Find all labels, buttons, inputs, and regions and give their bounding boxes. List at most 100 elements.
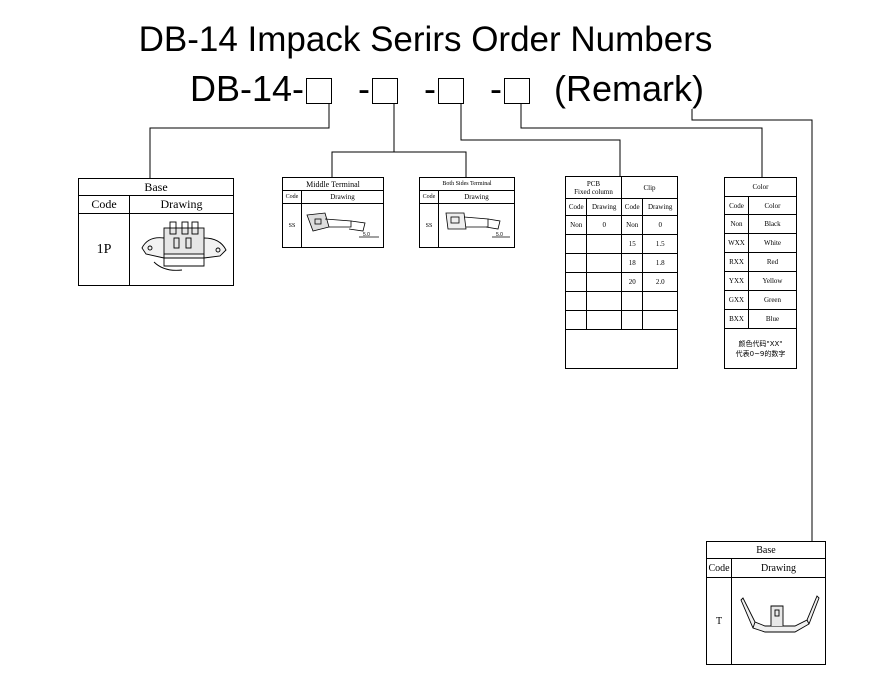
pcb-code xyxy=(564,234,588,254)
color-header: Color xyxy=(724,177,797,197)
connector-pcb-clip xyxy=(460,104,621,177)
clip-drawing xyxy=(642,310,678,330)
color-name: White xyxy=(748,233,797,253)
slot-base xyxy=(306,78,333,104)
middle-terminal-dim: 5.0 xyxy=(363,232,370,238)
order-code-prefix: DB-14- xyxy=(190,68,305,109)
slot-color xyxy=(504,78,531,104)
color-col-color: Color xyxy=(748,196,797,215)
both-sides-terminal-dim: 5.0 xyxy=(496,232,503,238)
pcb-code xyxy=(564,272,588,292)
clip-drawing: 1.8 xyxy=(642,253,678,273)
color-code: Non xyxy=(724,214,749,234)
connector-base xyxy=(149,104,330,178)
pcb-drawing xyxy=(586,291,622,311)
middle-terminal-drawing: 5.0 xyxy=(301,203,384,248)
color-name: Yellow xyxy=(748,271,797,291)
color-name: Blue xyxy=(748,309,797,329)
pcb-col-code: Code xyxy=(564,198,588,216)
page-title: DB-14 Impack Serirs Order Numbers xyxy=(138,20,713,59)
base-col-drawing: Drawing xyxy=(129,195,234,214)
color-code: GXX xyxy=(724,290,749,310)
both-sides-terminal-col-drawing: Drawing xyxy=(438,190,515,204)
clip-code: 18 xyxy=(620,253,644,273)
pcb-drawing xyxy=(586,234,622,254)
pcb-code: Non xyxy=(564,215,588,235)
base-remark-col-code: Code xyxy=(706,558,732,578)
color-note-line2: 代表0~9的数字 xyxy=(735,349,786,358)
separator-3: - xyxy=(490,68,503,109)
table-row: 20 2.0 xyxy=(564,272,678,292)
base-remark-code: T xyxy=(706,577,732,665)
middle-terminal-drawing-svg: 5.0 xyxy=(305,212,379,238)
clip-drawing: 2.0 xyxy=(642,272,678,292)
pcb-header-line1: PCB xyxy=(586,179,601,188)
base-remark-col-drawing: Drawing xyxy=(731,558,826,578)
color-note-line1: 颜色代码"XX" xyxy=(738,339,783,348)
table-row xyxy=(564,291,678,311)
connector-color xyxy=(520,104,763,177)
remark-label: (Remark) xyxy=(554,68,705,109)
pcb-code xyxy=(564,253,588,273)
pcb-clip-empty xyxy=(565,329,678,369)
table-row: 15 1.5 xyxy=(564,234,678,254)
middle-terminal-code: SS xyxy=(282,203,302,248)
clip-code: Non xyxy=(620,215,644,235)
pcb-header-line2: Fixed column xyxy=(574,187,613,196)
pcb-drawing xyxy=(586,310,622,330)
color-name: Green xyxy=(748,290,797,310)
color-note: 颜色代码"XX" 代表0~9的数字 xyxy=(724,328,797,369)
both-sides-terminal-col-code: Code xyxy=(419,190,439,204)
pcb-col-drawing: Drawing xyxy=(586,198,622,216)
color-code: RXX xyxy=(724,252,749,272)
clip-code: 15 xyxy=(620,234,644,254)
both-sides-terminal-header: Both Sides Terminal xyxy=(419,177,515,191)
table-row: Non 0 Non 0 xyxy=(564,215,678,235)
separator-2: - xyxy=(424,68,437,109)
color-code: YXX xyxy=(724,271,749,291)
base-header: Base xyxy=(78,178,234,196)
both-sides-terminal-drawing-svg: 5.0 xyxy=(445,212,510,238)
pcb-drawing xyxy=(586,272,622,292)
clip-col-code: Code xyxy=(620,198,644,216)
slot-pcb-clip xyxy=(438,78,465,104)
color-col-code: Code xyxy=(724,196,749,215)
both-sides-terminal-code: SS xyxy=(419,203,439,248)
base-code: 1P xyxy=(78,213,130,286)
clip-code xyxy=(620,310,644,330)
clip-drawing: 0 xyxy=(642,215,678,235)
color-code: BXX xyxy=(724,309,749,329)
color-name: Black xyxy=(748,214,797,234)
table-row: 18 1.8 xyxy=(564,253,678,273)
base-remark-header: Base xyxy=(706,541,826,559)
clip-code xyxy=(620,291,644,311)
pcb-code xyxy=(564,310,588,330)
separator-1: - xyxy=(358,68,371,109)
color-name: Red xyxy=(748,252,797,272)
pcb-clip-table: PCB Fixed column Clip Code Drawing Code … xyxy=(564,176,679,369)
clip-header: Clip xyxy=(620,176,679,199)
pcb-drawing: 0 xyxy=(586,215,622,235)
clip-drawing: 1.5 xyxy=(642,234,678,254)
slot-terminal xyxy=(372,78,399,104)
connector-terminal-branch xyxy=(331,151,467,178)
base-drawing xyxy=(129,213,234,286)
middle-terminal-col-drawing: Drawing xyxy=(301,190,384,204)
pcb-header: PCB Fixed column xyxy=(565,176,622,199)
middle-terminal-col-code: Code xyxy=(282,190,302,204)
order-code: DB-14- - - - (Remark) xyxy=(190,68,704,110)
pcb-code xyxy=(564,291,588,311)
base-remark-drawing xyxy=(731,577,826,665)
base-col-code: Code xyxy=(78,195,130,214)
